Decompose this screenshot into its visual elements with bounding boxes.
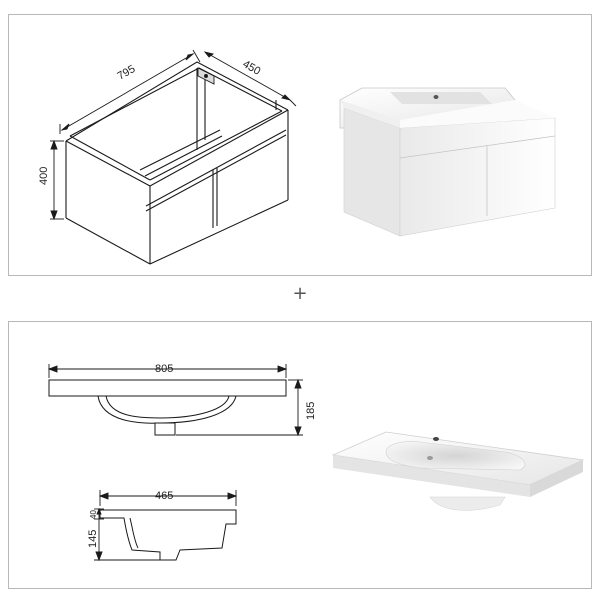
basin-width-label: 805 [155,363,173,375]
basin-side-view [99,509,237,561]
side-total-height-label: 145 [87,530,99,548]
dimension-depth [203,51,297,107]
vanity-render [339,87,556,237]
width-label: 795 [116,63,138,83]
basin-front-view [48,379,287,436]
cabinet-line-drawing [65,61,289,265]
wall-bracket-icon [197,67,215,85]
dimension-basin-width [47,364,288,378]
dimension-width [59,49,201,134]
basin-height-label: 185 [305,402,317,420]
side-width-label: 465 [155,490,173,502]
dimension-side-width [98,490,238,506]
depth-label: 450 [241,58,263,78]
side-top-thickness-label: 40 [89,510,98,519]
height-label: 400 [38,167,50,185]
dimension-side-heights [94,507,160,562]
basin-render [331,431,585,511]
dimension-basin-height [176,378,303,437]
dimension-height [50,139,64,221]
plus-separator: + [292,283,308,304]
